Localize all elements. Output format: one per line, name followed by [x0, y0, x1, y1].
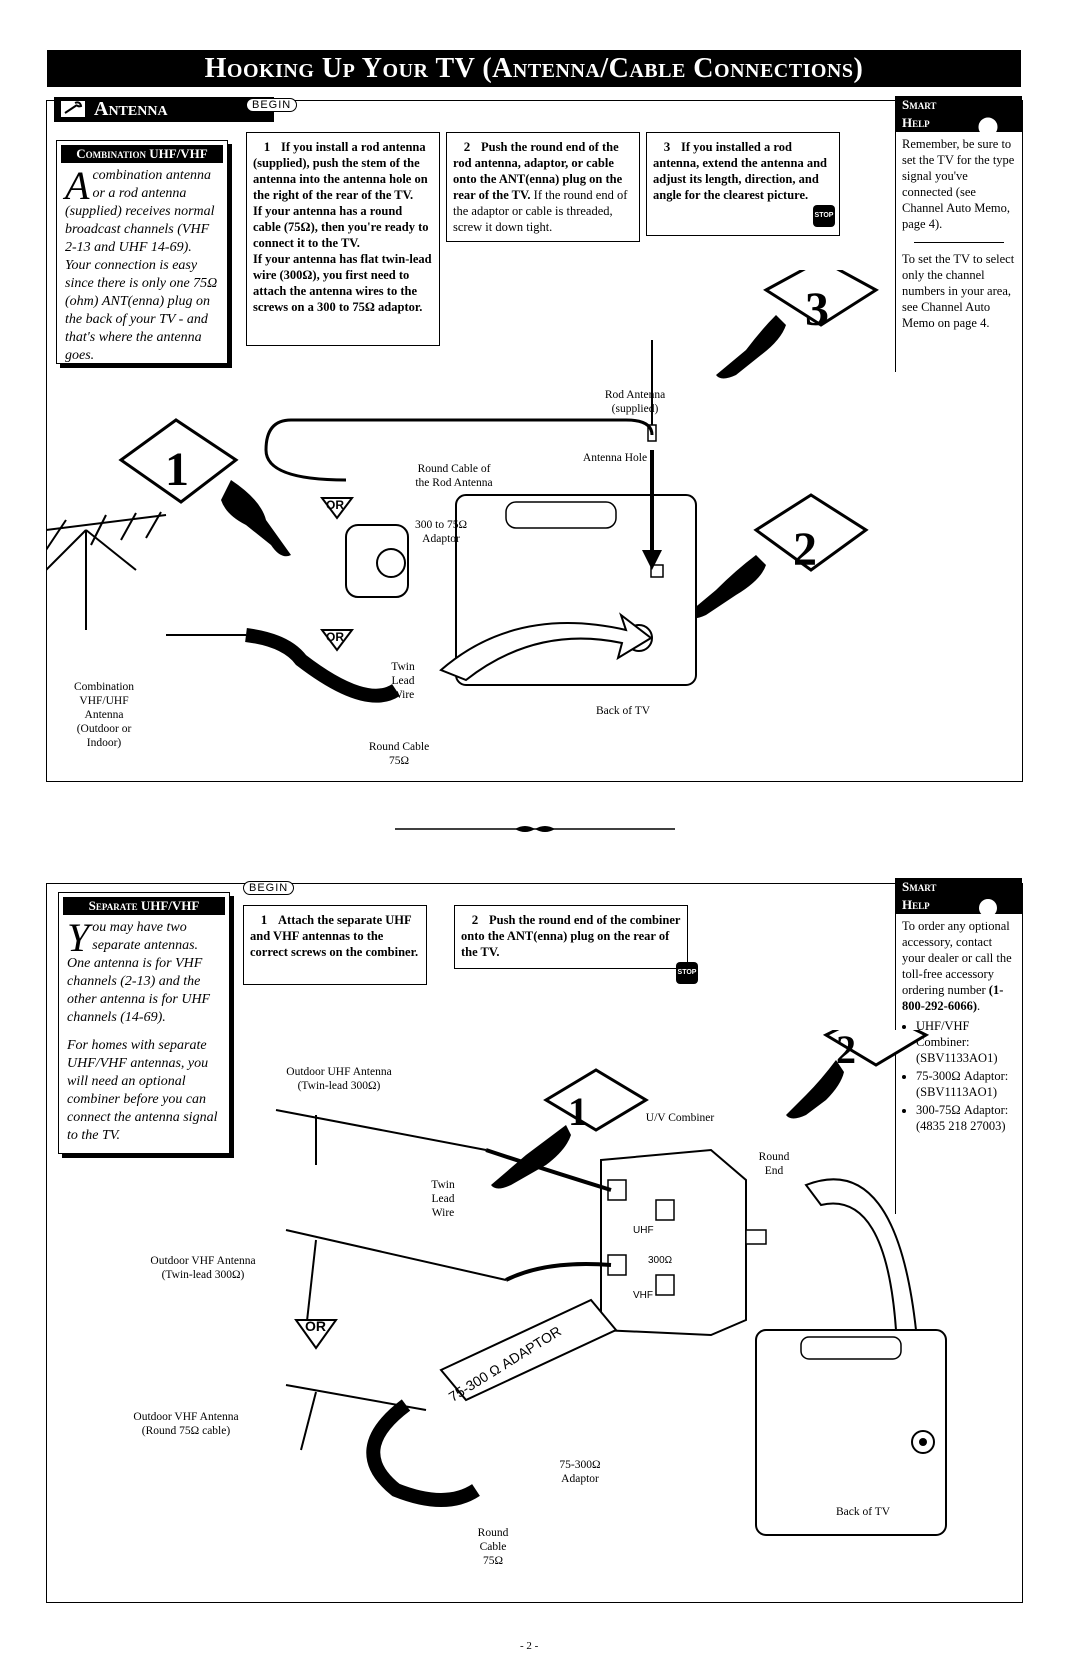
uhf-mark: UHF	[633, 1225, 654, 1236]
drop-cap: A	[65, 163, 90, 208]
pointing-hand-3-icon	[716, 270, 879, 379]
or-label-3: OR	[305, 1318, 326, 1334]
section-divider	[395, 826, 675, 832]
accessory-item: UHF/VHF Combiner: (SBV1133AO1)	[916, 1018, 1016, 1066]
round-cable-75-label: Round Cable 75Ω	[368, 741, 430, 767]
accessory-item: 75-300Ω Adaptor: (SBV1113AO1)	[916, 1068, 1016, 1100]
ohm-mark: 300Ω	[648, 1255, 673, 1266]
back-of-tv-label: Back of TV	[595, 705, 651, 717]
accessory-item: 300-75Ω Adaptor: (4835 218 27003)	[916, 1102, 1016, 1134]
step-number: 2	[463, 139, 471, 154]
outdoor-vhf-round-label: Outdoor VHF Antenna (Round 75Ω cable)	[133, 1411, 239, 1437]
hand-3-number: 3	[805, 283, 829, 336]
combination-heading: Combination UHF/VHF	[61, 145, 223, 163]
page-title: Hooking Up Your TV (Antenna/Cable Connec…	[47, 50, 1021, 87]
step-number: 3	[663, 139, 671, 154]
smart-help-intro: To order any optional accessory, contact…	[902, 919, 1012, 997]
antenna-section-label: Antenna	[54, 97, 274, 122]
pointing-hand-1-icon	[118, 418, 291, 557]
combination-antenna-label: Combination VHF/UHF Antenna (Outdoor or …	[73, 681, 135, 749]
wrench-icon	[61, 101, 85, 117]
twin-lead-label: Twin Lead Wire	[391, 661, 415, 701]
hand-1-number-2: 1	[568, 1089, 588, 1134]
tv-back-illustration-2	[755, 1329, 947, 1536]
hand-2-number: 2	[793, 523, 817, 576]
begin-badge-2: BEGIN	[243, 881, 295, 895]
smart-help-phone: (1-800-292-6066)	[902, 983, 1004, 1013]
or-label-2: OR	[326, 630, 344, 644]
lightbulb-icon-2	[968, 886, 1008, 922]
begin-badge: BEGIN	[246, 98, 298, 112]
step-number: 1	[263, 139, 271, 154]
pointing-hand-2-icon	[686, 493, 869, 619]
pointing-hand-2-icon	[786, 1030, 930, 1119]
outdoor-vhf-label: Outdoor VHF Antenna (Twin-lead 300Ω)	[150, 1255, 256, 1281]
uv-combiner-illustration	[600, 1148, 767, 1337]
twin-lead-label-2: Twin Lead Wire	[431, 1179, 455, 1219]
adaptor-300-75-label: 300 to 75Ω Adaptor	[415, 519, 467, 545]
hand-2-number-2: 2	[836, 1027, 856, 1072]
or-badge-2	[320, 629, 354, 652]
antenna-hole-label: Antenna Hole	[582, 452, 648, 464]
step-number: 1	[260, 912, 268, 927]
pointing-hand-1-icon	[491, 1068, 649, 1189]
round-cable-rod-label: Round Cable of the Rod Antenna	[415, 463, 493, 489]
combination-antenna-illustration	[46, 511, 167, 630]
rod-antenna-label: Rod Antenna (supplied)	[604, 389, 666, 415]
adaptor-illustration	[345, 524, 409, 598]
drop-cap-2: Y	[67, 915, 90, 960]
smart-help-text-1: Remember, be sure to set the TV for the …	[902, 137, 1015, 231]
antenna-panel	[46, 100, 1023, 782]
lightbulb-icon	[968, 105, 1008, 141]
separate-panel	[46, 883, 1023, 1603]
or-badge-1	[320, 497, 354, 520]
separate-text-1: ou may have two separate antennas. One a…	[67, 920, 211, 1025]
back-of-tv-label-2: Back of TV	[835, 1506, 891, 1518]
separate-heading: Separate UHF/VHF	[63, 897, 225, 915]
stop-sign-icon: STOP	[813, 205, 835, 227]
antenna-connection-diagram	[46, 270, 879, 703]
uv-combiner-label: U/V Combiner	[645, 1112, 715, 1124]
step-number: 2	[471, 912, 479, 927]
combination-text: combination antenna or a rod antenna (su…	[65, 168, 218, 363]
adaptor-75-300-label: 75-300Ω Adaptor	[559, 1459, 601, 1485]
or-label-1: OR	[326, 498, 344, 512]
round-cable-label-2: Round Cable 75Ω	[477, 1527, 509, 1567]
hand-1-number: 1	[165, 443, 189, 496]
round-end-label: Round End	[758, 1151, 790, 1177]
outdoor-uhf-label: Outdoor UHF Antenna (Twin-lead 300Ω)	[286, 1066, 392, 1092]
vhf-mark: VHF	[633, 1290, 653, 1301]
stop-sign-icon-2: STOP	[676, 962, 698, 984]
separate-text-2: For homes with separate UHF/VHF antennas…	[67, 1038, 218, 1143]
smart-help-text-2: To set the TV to select only the channel…	[902, 252, 1015, 330]
separate-antenna-diagram	[275, 1030, 947, 1536]
page-number: - 2 -	[520, 1640, 539, 1652]
